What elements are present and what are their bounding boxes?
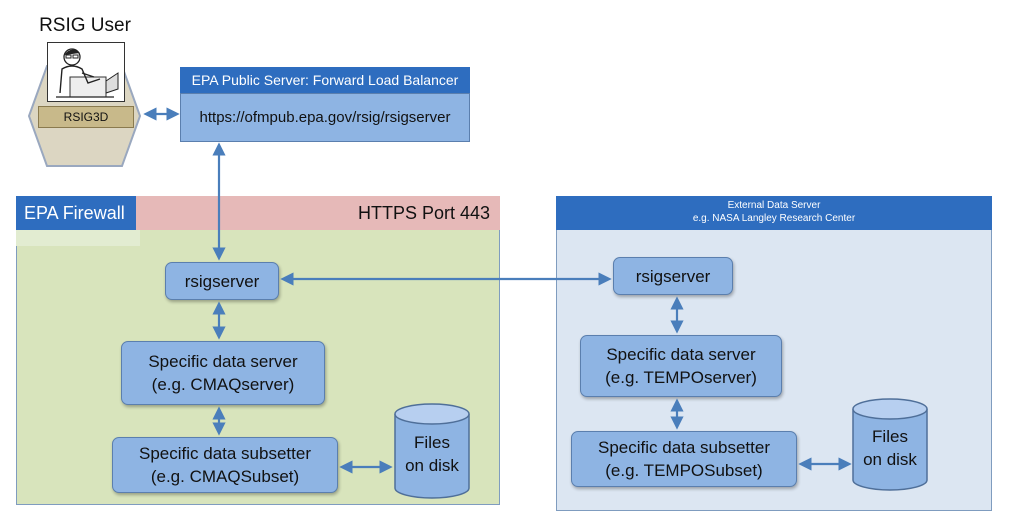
- public-server-title: EPA Public Server: Forward Load Balancer: [191, 72, 459, 88]
- rsig3d-label-text: RSIG3D: [63, 110, 109, 124]
- epa-header-shadow: [16, 230, 140, 246]
- external-zone-header: External Data Server e.g. NASA Langley R…: [556, 196, 992, 230]
- https-port-label: HTTPS Port 443: [357, 202, 490, 223]
- external-zone-subtitle: e.g. NASA Langley Research Center: [692, 213, 856, 224]
- ext-data-server-box[interactable]: Specific data server (e.g. TEMPOserver): [580, 335, 782, 397]
- epa-rsigserver-label: rsigserver: [184, 271, 260, 291]
- external-zone-title: External Data Server: [727, 200, 821, 211]
- epa-rsigserver-box[interactable]: rsigserver: [165, 262, 279, 300]
- epa-data-server-box[interactable]: Specific data server (e.g. CMAQserver): [121, 341, 325, 405]
- ext-rsigserver-label: rsigserver: [635, 266, 711, 286]
- epa-files-label: Files on disk: [405, 433, 459, 475]
- ext-files-label: Files on disk: [863, 427, 917, 469]
- epa-firewall-label: EPA Firewall: [24, 202, 125, 223]
- epa-data-server-label: Specific data server (e.g. CMAQserver): [148, 352, 298, 394]
- ext-files-cylinder-icon: [852, 398, 928, 491]
- ext-data-server-label: Specific data server (e.g. TEMPOserver): [605, 345, 757, 387]
- https-port-bar: HTTPS Port 443: [136, 196, 500, 230]
- user-title: RSIG User: [39, 15, 131, 36]
- epa-subsetter-label: Specific data subsetter (e.g. CMAQSubset…: [139, 444, 311, 486]
- public-server-url[interactable]: https://ofmpub.epa.gov/rsig/rsigserver: [199, 109, 451, 126]
- ext-subsetter-box[interactable]: Specific data subsetter (e.g. TEMPOSubse…: [571, 431, 797, 487]
- public-server-header: EPA Public Server: Forward Load Balancer: [180, 67, 470, 93]
- epa-firewall-header: EPA Firewall: [16, 196, 136, 230]
- rsig3d-app-label[interactable]: RSIG3D: [38, 106, 134, 128]
- user-portrait-icon: [47, 42, 125, 102]
- epa-files-cylinder-icon: [394, 403, 470, 499]
- ext-subsetter-label: Specific data subsetter (e.g. TEMPOSubse…: [598, 438, 770, 480]
- epa-subsetter-box[interactable]: Specific data subsetter (e.g. CMAQSubset…: [112, 437, 338, 493]
- public-server-box: https://ofmpub.epa.gov/rsig/rsigserver: [180, 93, 470, 142]
- ext-rsigserver-box[interactable]: rsigserver: [613, 257, 733, 295]
